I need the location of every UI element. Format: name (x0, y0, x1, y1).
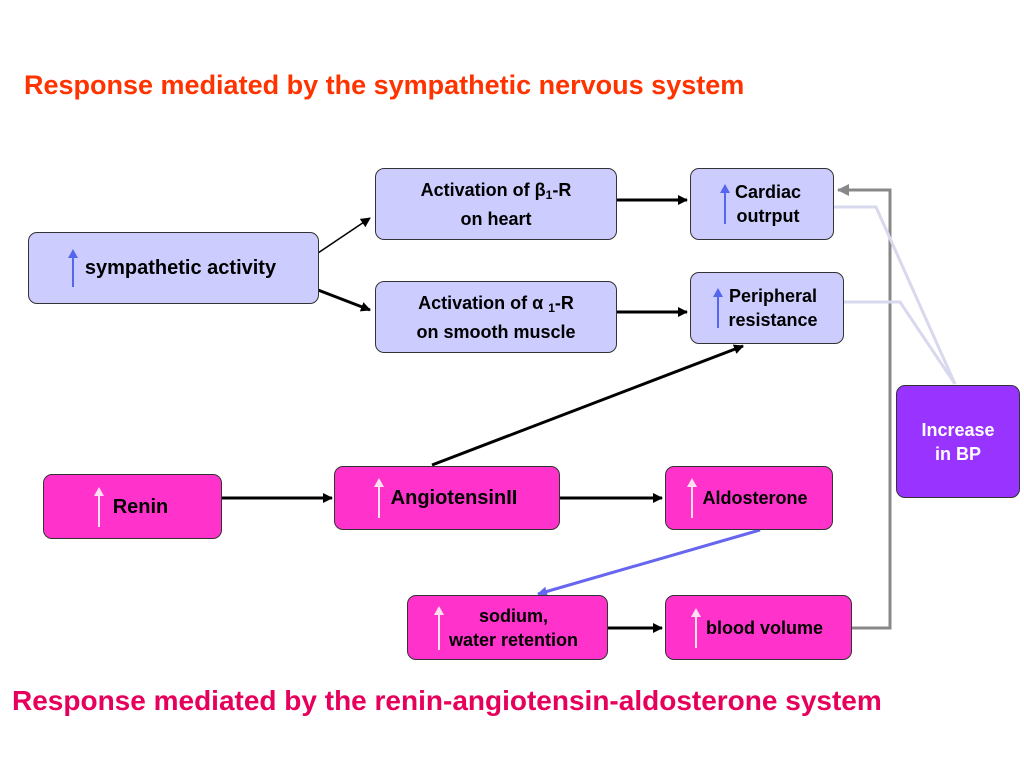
beta-line2: on heart (460, 208, 532, 229)
cardiac-line1: Cardiac (734, 182, 802, 202)
line-peripheral-to-bp (844, 300, 957, 385)
sodium-line2: water retention (448, 629, 579, 650)
sodium-line1: sodium, (478, 605, 548, 626)
up-arrow-icon (373, 478, 384, 518)
up-arrow-icon (687, 478, 698, 518)
node-peripheral-resistance: Peripheral resistance (690, 272, 844, 344)
up-arrow-icon (93, 486, 104, 527)
line-cardiac-to-bp (834, 205, 957, 385)
beta-line1: Activation of β1-R (421, 178, 572, 207)
beta-suffix: -R (552, 179, 572, 200)
up-arrow-icon (713, 288, 724, 328)
node-angiotensin-ii: AngiotensinII (334, 466, 560, 530)
node-increase-bp: Increase in BP (896, 385, 1020, 498)
up-arrow-icon (67, 249, 78, 287)
angiotensin-label: AngiotensinII (390, 487, 518, 509)
arrow-sympathetic-to-alpha (317, 288, 371, 312)
beta-prefix: Activation of β (420, 179, 546, 200)
node-blood-volume: blood volume (665, 595, 852, 660)
beta-subscript: 1 (545, 187, 553, 202)
arrow-angiotensin-to-peripheral (431, 344, 744, 467)
node-beta1-activation: Activation of β1-R on heart (375, 168, 617, 240)
footer-caption: Response mediated by the renin-angiotens… (12, 685, 882, 716)
renin-label: Renin (112, 495, 169, 518)
blood-volume-label: blood volume (706, 617, 823, 638)
alpha-subscript: 1 (548, 300, 555, 315)
alpha-prefix: Activation of α (418, 292, 549, 313)
peripheral-line2: resistance (728, 310, 818, 330)
arrow-sympathetic-to-beta (317, 217, 371, 254)
up-arrow-icon (691, 607, 701, 648)
peripheral-line1: Peripheral (728, 286, 818, 306)
increase-line1: Increase (921, 419, 995, 440)
node-cardiac-output: Cardiac outrput (690, 168, 834, 240)
up-arrow-icon (433, 605, 444, 650)
arrow-bloodvolume-to-cardiac (837, 184, 892, 630)
page-title: Response mediated by the sympathetic ner… (24, 70, 745, 100)
node-renin: Renin (43, 474, 222, 539)
increase-line2: in BP (934, 443, 981, 464)
node-sodium-water-retention: sodium, water retention (407, 595, 608, 660)
node-alpha1-activation: Activation of α 1-R on smooth muscle (375, 281, 617, 353)
arrow-aldosterone-to-sodium (537, 528, 761, 597)
cardiac-line2: outrput (736, 206, 800, 226)
alpha-suffix: -R (554, 292, 574, 313)
alpha-line1: Activation of α 1-R (418, 291, 574, 320)
aldosterone-label: Aldosterone (702, 488, 808, 508)
node-aldosterone: Aldosterone (665, 466, 833, 530)
alpha-line2: on smooth muscle (416, 321, 576, 342)
sympathetic-label: sympathetic activity (84, 257, 277, 279)
up-arrow-icon (719, 184, 730, 224)
node-sympathetic-activity: sympathetic activity (28, 232, 319, 304)
